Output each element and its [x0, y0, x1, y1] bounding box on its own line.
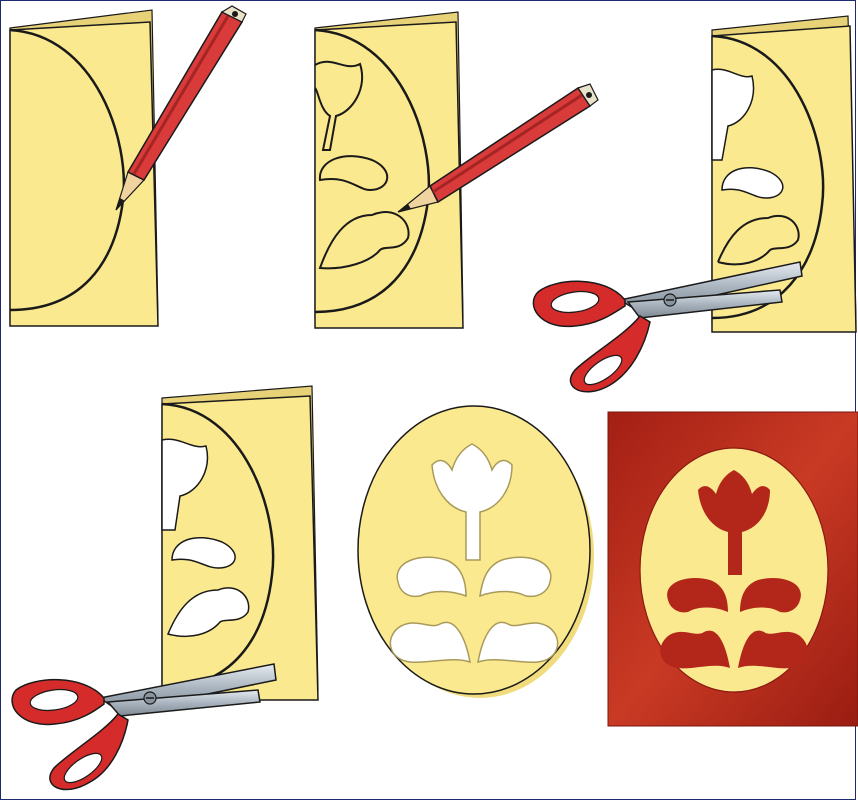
- step-4-cut-pattern: [162, 386, 318, 700]
- step-1-fold-and-draw: [10, 6, 246, 326]
- step-5-unfolded-egg: [358, 406, 594, 698]
- scissors-icon: [12, 664, 276, 789]
- step-2-draw-pattern: [315, 12, 598, 328]
- step-6-greeting-card: [608, 412, 858, 726]
